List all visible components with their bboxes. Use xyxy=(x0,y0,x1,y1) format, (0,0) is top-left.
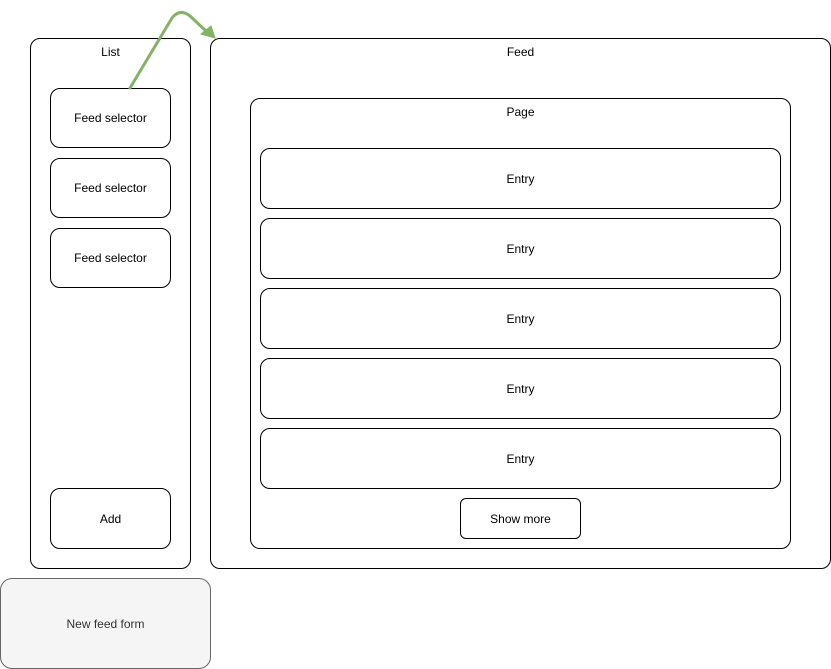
feed-selector-label: Feed selector xyxy=(74,111,147,125)
feed-title: Feed xyxy=(506,45,535,59)
feed-selector-label: Feed selector xyxy=(74,181,147,195)
new-feed-form-label: New feed form xyxy=(66,616,145,631)
entry-label: Entry xyxy=(506,171,535,186)
feed-selector-label: Feed selector xyxy=(74,251,147,265)
feed-entry[interactable]: Entry xyxy=(260,218,781,279)
show-more-button[interactable]: Show more xyxy=(460,498,581,539)
feed-selector[interactable]: Feed selector xyxy=(50,228,171,288)
feed-selector[interactable]: Feed selector xyxy=(50,158,171,218)
entry-label: Entry xyxy=(506,451,535,466)
page-title: Page xyxy=(506,105,535,119)
add-button[interactable]: Add xyxy=(50,488,171,549)
feed-entry[interactable]: Entry xyxy=(260,148,781,209)
add-button-label: Add xyxy=(99,511,122,526)
arrow-head-icon xyxy=(199,25,216,39)
entry-label: Entry xyxy=(506,241,535,256)
feed-selector[interactable]: Feed selector xyxy=(50,88,171,148)
list-title: List xyxy=(101,45,120,59)
feed-entry[interactable]: Entry xyxy=(260,428,781,489)
show-more-label: Show more xyxy=(490,511,551,526)
entry-label: Entry xyxy=(506,311,535,326)
feed-entry[interactable]: Entry xyxy=(260,288,781,349)
entry-label: Entry xyxy=(506,381,535,396)
new-feed-form[interactable]: New feed form xyxy=(0,578,211,669)
feed-entry[interactable]: Entry xyxy=(260,358,781,419)
